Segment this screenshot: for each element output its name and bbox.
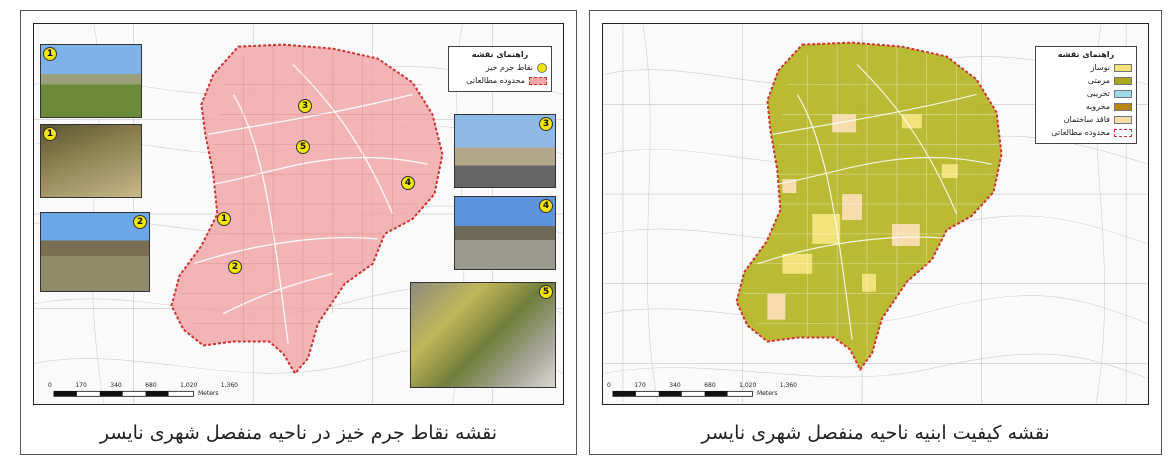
left-study-area (170, 43, 444, 376)
legend-item-repairable: مرمتی (1040, 75, 1132, 86)
right-map-panel: راهنمای نقشه نوساز مرمتی تخریبی مخروبه ف… (589, 10, 1162, 455)
photo-2: 2 (40, 212, 150, 292)
right-caption: نقشه کیفیت ابنیه ناحیه منفصل شهری نایسر (701, 422, 1050, 444)
left-map-frame: 3 5 4 1 2 راهنمای نقشه نقاط جرم خیز محدو… (33, 23, 564, 405)
point-marker-4[interactable]: 4 (401, 176, 415, 190)
photo-badge: 1 (43, 47, 57, 61)
right-legend: راهنمای نقشه نوساز مرمتی تخریبی مخروبه ف… (1035, 46, 1137, 144)
left-caption: نقشه نقاط جرم خیز در ناحیه منفصل شهری نا… (99, 422, 498, 444)
vacant-swatch-icon (1114, 115, 1132, 124)
right-map-canvas (603, 24, 1148, 404)
point-marker-3[interactable]: 3 (298, 99, 312, 113)
photo-badge: 3 (539, 117, 553, 131)
left-legend: راهنمای نقشه نقاط جرم خیز محدوده مطالعات… (448, 46, 552, 92)
legend-item-ruined: مخروبه (1040, 101, 1132, 112)
boundary-swatch-icon (529, 76, 547, 85)
photo-badge: 4 (539, 199, 553, 213)
photo-badge: 2 (133, 215, 147, 229)
left-map-panel: 3 5 4 1 2 راهنمای نقشه نقاط جرم خیز محدو… (20, 10, 577, 455)
ruined-swatch-icon (1114, 102, 1132, 111)
point-marker-1[interactable]: 1 (217, 212, 231, 226)
legend-item-hotspot: نقاط جرم خیز (453, 62, 547, 73)
photo-1a: 1 (40, 44, 142, 118)
repairable-swatch-icon (1114, 76, 1132, 85)
right-scale-unit: Meters (757, 390, 778, 397)
right-map-frame: راهنمای نقشه نوساز مرمتی تخریبی مخروبه ف… (602, 23, 1149, 405)
legend-item-new: نوساز (1040, 62, 1132, 73)
photo-badge: 1 (43, 127, 57, 141)
point-marker-5[interactable]: 5 (296, 140, 310, 154)
point-marker-2[interactable]: 2 (228, 260, 242, 274)
legend-item-vacant: فاقد ساختمان (1040, 114, 1132, 125)
right-study-area (735, 41, 1003, 372)
photo-3: 3 (454, 114, 556, 188)
new-swatch-icon (1114, 63, 1132, 72)
boundary-swatch-icon (1114, 128, 1132, 137)
photo-badge: 5 (539, 285, 553, 299)
left-scale-unit: Meters (198, 390, 219, 397)
hotspot-swatch-icon (537, 62, 547, 73)
right-scale-bar (612, 390, 753, 397)
legend-item-study-area: محدوده مطالعاتی (1040, 127, 1132, 138)
photo-5: 5 (410, 282, 556, 388)
legend-title: راهنمای نقشه (471, 50, 529, 59)
legend-item-demolish: تخریبی (1040, 88, 1132, 99)
photo-1b: 1 (40, 124, 142, 198)
legend-item-study-area: محدوده مطالعاتی (453, 75, 547, 86)
demolish-swatch-icon (1114, 89, 1132, 98)
photo-4: 4 (454, 196, 556, 270)
legend-title: راهنمای نقشه (1057, 50, 1115, 59)
left-scale-bar (53, 390, 194, 397)
